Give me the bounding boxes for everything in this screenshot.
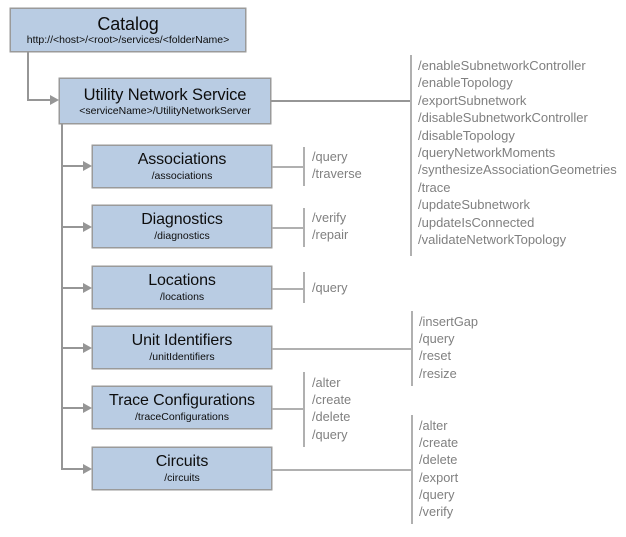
bracket-diagnostics-operations (303, 208, 305, 247)
utility-network-service-operation[interactable]: /updateIsConnected (418, 214, 535, 230)
trace-configurations-operation[interactable]: /delete (312, 409, 351, 425)
connector-catalog-horizontal (27, 99, 52, 101)
bracket-associations-operations (303, 147, 305, 186)
node-associations-path: /associations (151, 170, 213, 182)
connector-diagnostics-arrowhead (83, 222, 92, 232)
associations-operation[interactable]: /traverse (312, 166, 362, 182)
node-unit-identifiers-title: Unit Identifiers (131, 332, 233, 349)
node-catalog-title: Catalog (97, 13, 159, 34)
utility-network-service-operation[interactable]: /enableTopology (418, 75, 513, 91)
unit-identifiers-operation[interactable]: /query (419, 331, 455, 347)
connector-associations-ops-lead (272, 166, 304, 168)
connector-circuits-stub (61, 468, 85, 470)
utility-network-service-operation[interactable]: /updateSubnetwork (418, 197, 531, 213)
connector-trace-configurations-arrowhead (83, 403, 92, 413)
unit-identifiers-operation[interactable]: /resize (419, 365, 457, 381)
diagnostics-operation[interactable]: /repair (312, 227, 349, 243)
operations-associations: /query/traverse (312, 148, 362, 182)
trace-configurations-operation[interactable]: /create (312, 392, 352, 408)
node-circuits-path: /circuits (164, 472, 200, 484)
circuits-operation[interactable]: /query (419, 486, 455, 502)
connector-unit-identifiers-ops-lead (272, 348, 412, 350)
associations-operation[interactable]: /query (312, 149, 348, 164)
utility-network-service-operation[interactable]: /trace (418, 179, 451, 195)
utility-network-service-operation[interactable]: /enableSubnetworkController (418, 58, 586, 73)
node-locations-title: Locations (148, 272, 216, 289)
locations-operation[interactable]: /query (312, 280, 348, 295)
connector-associations-arrowhead (83, 161, 92, 171)
connector-diagnostics-ops-lead (272, 227, 304, 229)
bracket-trace-configurations-operations (303, 372, 305, 447)
utility-network-service-operation[interactable]: /queryNetworkMoments (418, 145, 556, 161)
operations-utility-network-service: /enableSubnetworkController/enableTopolo… (418, 57, 617, 248)
utility-network-service-operation[interactable]: /validateNetworkTopology (418, 232, 567, 248)
node-associations[interactable]: Associations /associations (92, 145, 272, 188)
node-trace-configurations[interactable]: Trace Configurations /traceConfiguration… (92, 386, 272, 429)
node-circuits[interactable]: Circuits /circuits (92, 447, 272, 490)
operations-unit-identifiers: /insertGap/query/reset/resize (419, 313, 478, 382)
connector-unit-identifiers-stub (61, 347, 85, 349)
unit-identifiers-operation[interactable]: /reset (419, 348, 452, 364)
connector-unit-identifiers-arrowhead (83, 343, 92, 353)
node-catalog-path: http://<host>/<root>/services/<folderNam… (26, 33, 230, 46)
node-locations-path: /locations (159, 291, 205, 303)
utility-network-service-operation[interactable]: /exportSubnetwork (418, 92, 527, 108)
node-utility-network-service-path: <serviceName>/UtilityNetworkServer (79, 104, 251, 117)
node-trace-configurations-path: /traceConfigurations (135, 411, 229, 423)
operations-circuits: /alter/create/delete/export/query/verify (419, 417, 458, 520)
node-catalog[interactable]: Catalog http://<host>/<root>/services/<f… (10, 8, 246, 52)
node-diagnostics-path: /diagnostics (154, 230, 210, 242)
connector-locations-stub (61, 287, 85, 289)
connector-trace-configurations-stub (61, 407, 85, 409)
connector-locations-ops-lead (272, 288, 304, 290)
connector-service-spine (61, 124, 63, 469)
utility-network-service-operation[interactable]: /synthesizeAssociationGeometries (418, 162, 617, 178)
bracket-locations-operations (303, 272, 305, 303)
unit-identifiers-operation[interactable]: /insertGap (419, 314, 479, 329)
circuits-operation[interactable]: /delete (419, 452, 458, 468)
utility-network-service-operation[interactable]: /disableTopology (418, 127, 515, 143)
connector-circuits-arrowhead (83, 464, 92, 474)
node-utility-network-service-title: Utility Network Service (83, 85, 247, 104)
node-circuits-title: Circuits (155, 453, 209, 470)
node-unit-identifiers[interactable]: Unit Identifiers /unitIdentifiers (92, 326, 272, 369)
node-associations-title: Associations (137, 151, 227, 168)
trace-configurations-operation[interactable]: /query (312, 426, 348, 442)
bracket-service-operations (410, 55, 412, 256)
node-diagnostics-title: Diagnostics (141, 211, 223, 228)
circuits-operation[interactable]: /create (419, 435, 459, 451)
connector-locations-arrowhead (83, 283, 92, 293)
circuits-operation[interactable]: /export (419, 469, 459, 485)
connector-service-ops-lead (271, 100, 411, 102)
connector-trace-configurations-ops-lead (272, 408, 304, 410)
node-trace-configurations-title: Trace Configurations (109, 392, 255, 409)
connector-circuits-ops-lead (272, 469, 412, 471)
bracket-unit-identifiers-operations (411, 311, 413, 386)
diagnostics-operation[interactable]: /verify (312, 210, 347, 225)
connector-catalog-vertical (27, 52, 29, 101)
operations-locations: /query (312, 279, 348, 296)
connector-diagnostics-stub (61, 226, 85, 228)
node-unit-identifiers-path: /unitIdentifiers (149, 351, 215, 363)
connector-catalog-arrowhead (50, 95, 59, 105)
operations-diagnostics: /verify/repair (312, 209, 348, 243)
utility-network-service-operation[interactable]: /disableSubnetworkController (418, 110, 588, 126)
connector-associations-stub (61, 165, 85, 167)
node-locations[interactable]: Locations /locations (92, 266, 272, 309)
circuits-operation[interactable]: /alter (419, 418, 448, 433)
trace-configurations-operation[interactable]: /alter (312, 375, 341, 390)
bracket-circuits-operations (411, 415, 413, 524)
operations-trace-configurations: /alter/create/delete/query (312, 374, 351, 443)
node-diagnostics[interactable]: Diagnostics /diagnostics (92, 205, 272, 248)
node-utility-network-service[interactable]: Utility Network Service <serviceName>/Ut… (59, 78, 271, 124)
circuits-operation[interactable]: /verify (419, 504, 454, 520)
